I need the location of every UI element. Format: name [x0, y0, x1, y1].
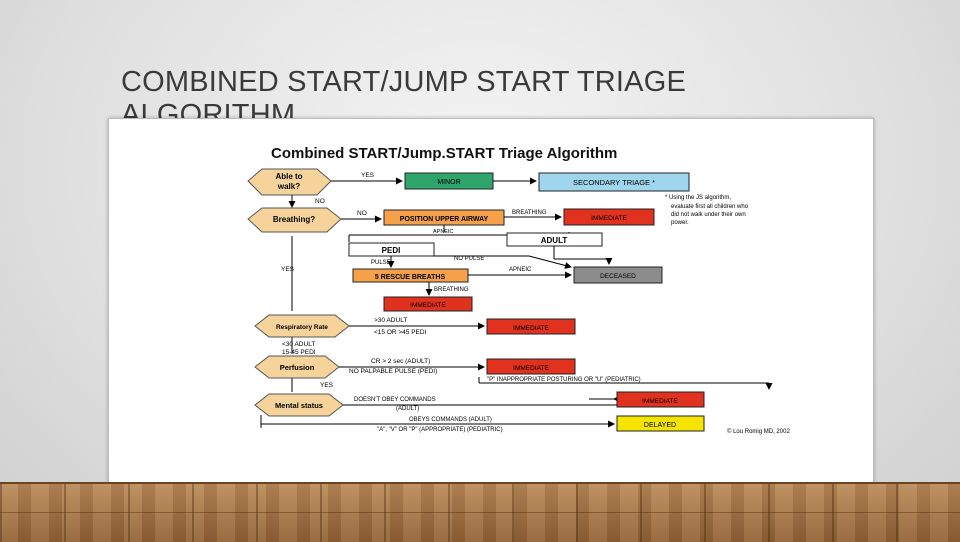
label-no-pulse-pedi: NO PALPABLE PULSE (PEDI) — [349, 368, 437, 375]
box-immediate-3-label: IMMEDIATE — [513, 325, 549, 332]
label-rr-high-pedi: <15 OR >45 PEDI — [374, 329, 427, 336]
label-yes-perfusion: YES — [320, 382, 334, 389]
label-obeys-pedi: "A", "V" OR "P" (APPROPRIATE) (PEDIATRIC… — [377, 427, 503, 433]
decision-breathing-label: Breathing? — [273, 215, 315, 224]
label-apneic-2: APNEIC — [509, 267, 532, 273]
wood-floor — [0, 482, 960, 542]
decision-perfusion-label: Perfusion — [280, 363, 315, 372]
label-no-obey: DOESN'T OBEY COMMANDS — [354, 397, 436, 403]
diagram-title: Combined START/Jump.START Triage Algorit… — [271, 145, 617, 162]
box-adult-label: ADULT — [541, 236, 568, 245]
label-no-walk: NO — [315, 198, 325, 205]
label-no-obey-adult: (ADULT) — [396, 406, 419, 412]
label-yes-breathing: YES — [281, 266, 295, 273]
label-inappropriate: "P" INAPPROPRIATE POSTURING OR "U" (PEDI… — [487, 377, 641, 383]
note-line-4: power. — [671, 220, 689, 226]
note-line-1: * Using the JS algorithm, — [665, 195, 731, 201]
credit: © Lou Romig MD, 2002 — [727, 428, 790, 435]
triage-flowchart: Combined START/Jump.START Triage Algorit… — [109, 119, 873, 484]
label-pulse: PULSE — [371, 260, 391, 266]
label-rr-low-pedi: 15-45 PEDI — [282, 349, 316, 356]
label-crt: CR > 2 sec (ADULT) — [371, 358, 430, 365]
label-breathing-1: BREATHING — [512, 210, 547, 216]
box-deceased-label: DECEASED — [600, 273, 636, 280]
label-breathing-2: BREATHING — [434, 287, 469, 293]
diagram-image: Combined START/Jump.START Triage Algorit… — [108, 118, 874, 485]
decision-walk-label-2: walk? — [277, 182, 300, 191]
label-yes-walk: YES — [361, 172, 375, 179]
label-rr-high-adult: >30 ADULT — [374, 317, 407, 324]
label-rr-low-adult: <30 ADULT — [282, 341, 315, 348]
box-position-airway-label: POSITION UPPER AIRWAY — [400, 216, 489, 223]
label-no-breathing: NO — [357, 210, 367, 217]
note-line-2: evaluate first all children who — [671, 204, 749, 210]
box-pedi-label: PEDI — [382, 246, 401, 255]
label-obeys: OBEYS COMMANDS (ADULT) — [409, 417, 492, 423]
box-immediate-4-label: IMMEDIATE — [513, 365, 549, 372]
box-delayed-label: DELAYED — [644, 422, 676, 429]
label-no-pulse: NO PULSE — [454, 256, 484, 262]
decision-mental-label: Mental status — [275, 401, 323, 410]
decision-resp-rate-label: Respiratory Rate — [276, 324, 328, 331]
box-minor-label: MINOR — [437, 179, 460, 186]
box-immediate-5-label: IMMEDIATE — [642, 398, 678, 405]
box-secondary-triage-label: SECONDARY TRIAGE * — [573, 178, 655, 187]
box-immediate-1-label: IMMEDIATE — [591, 215, 627, 222]
box-immediate-2-label: IMMEDIATE — [410, 302, 446, 309]
note-line-3: did not walk under their own — [671, 212, 746, 218]
decision-walk-label-1: Able to — [275, 172, 302, 181]
box-rescue-breaths-label: 5 RESCUE BREATHS — [375, 274, 446, 281]
label-apneic-1: APNEIC — [433, 229, 454, 235]
